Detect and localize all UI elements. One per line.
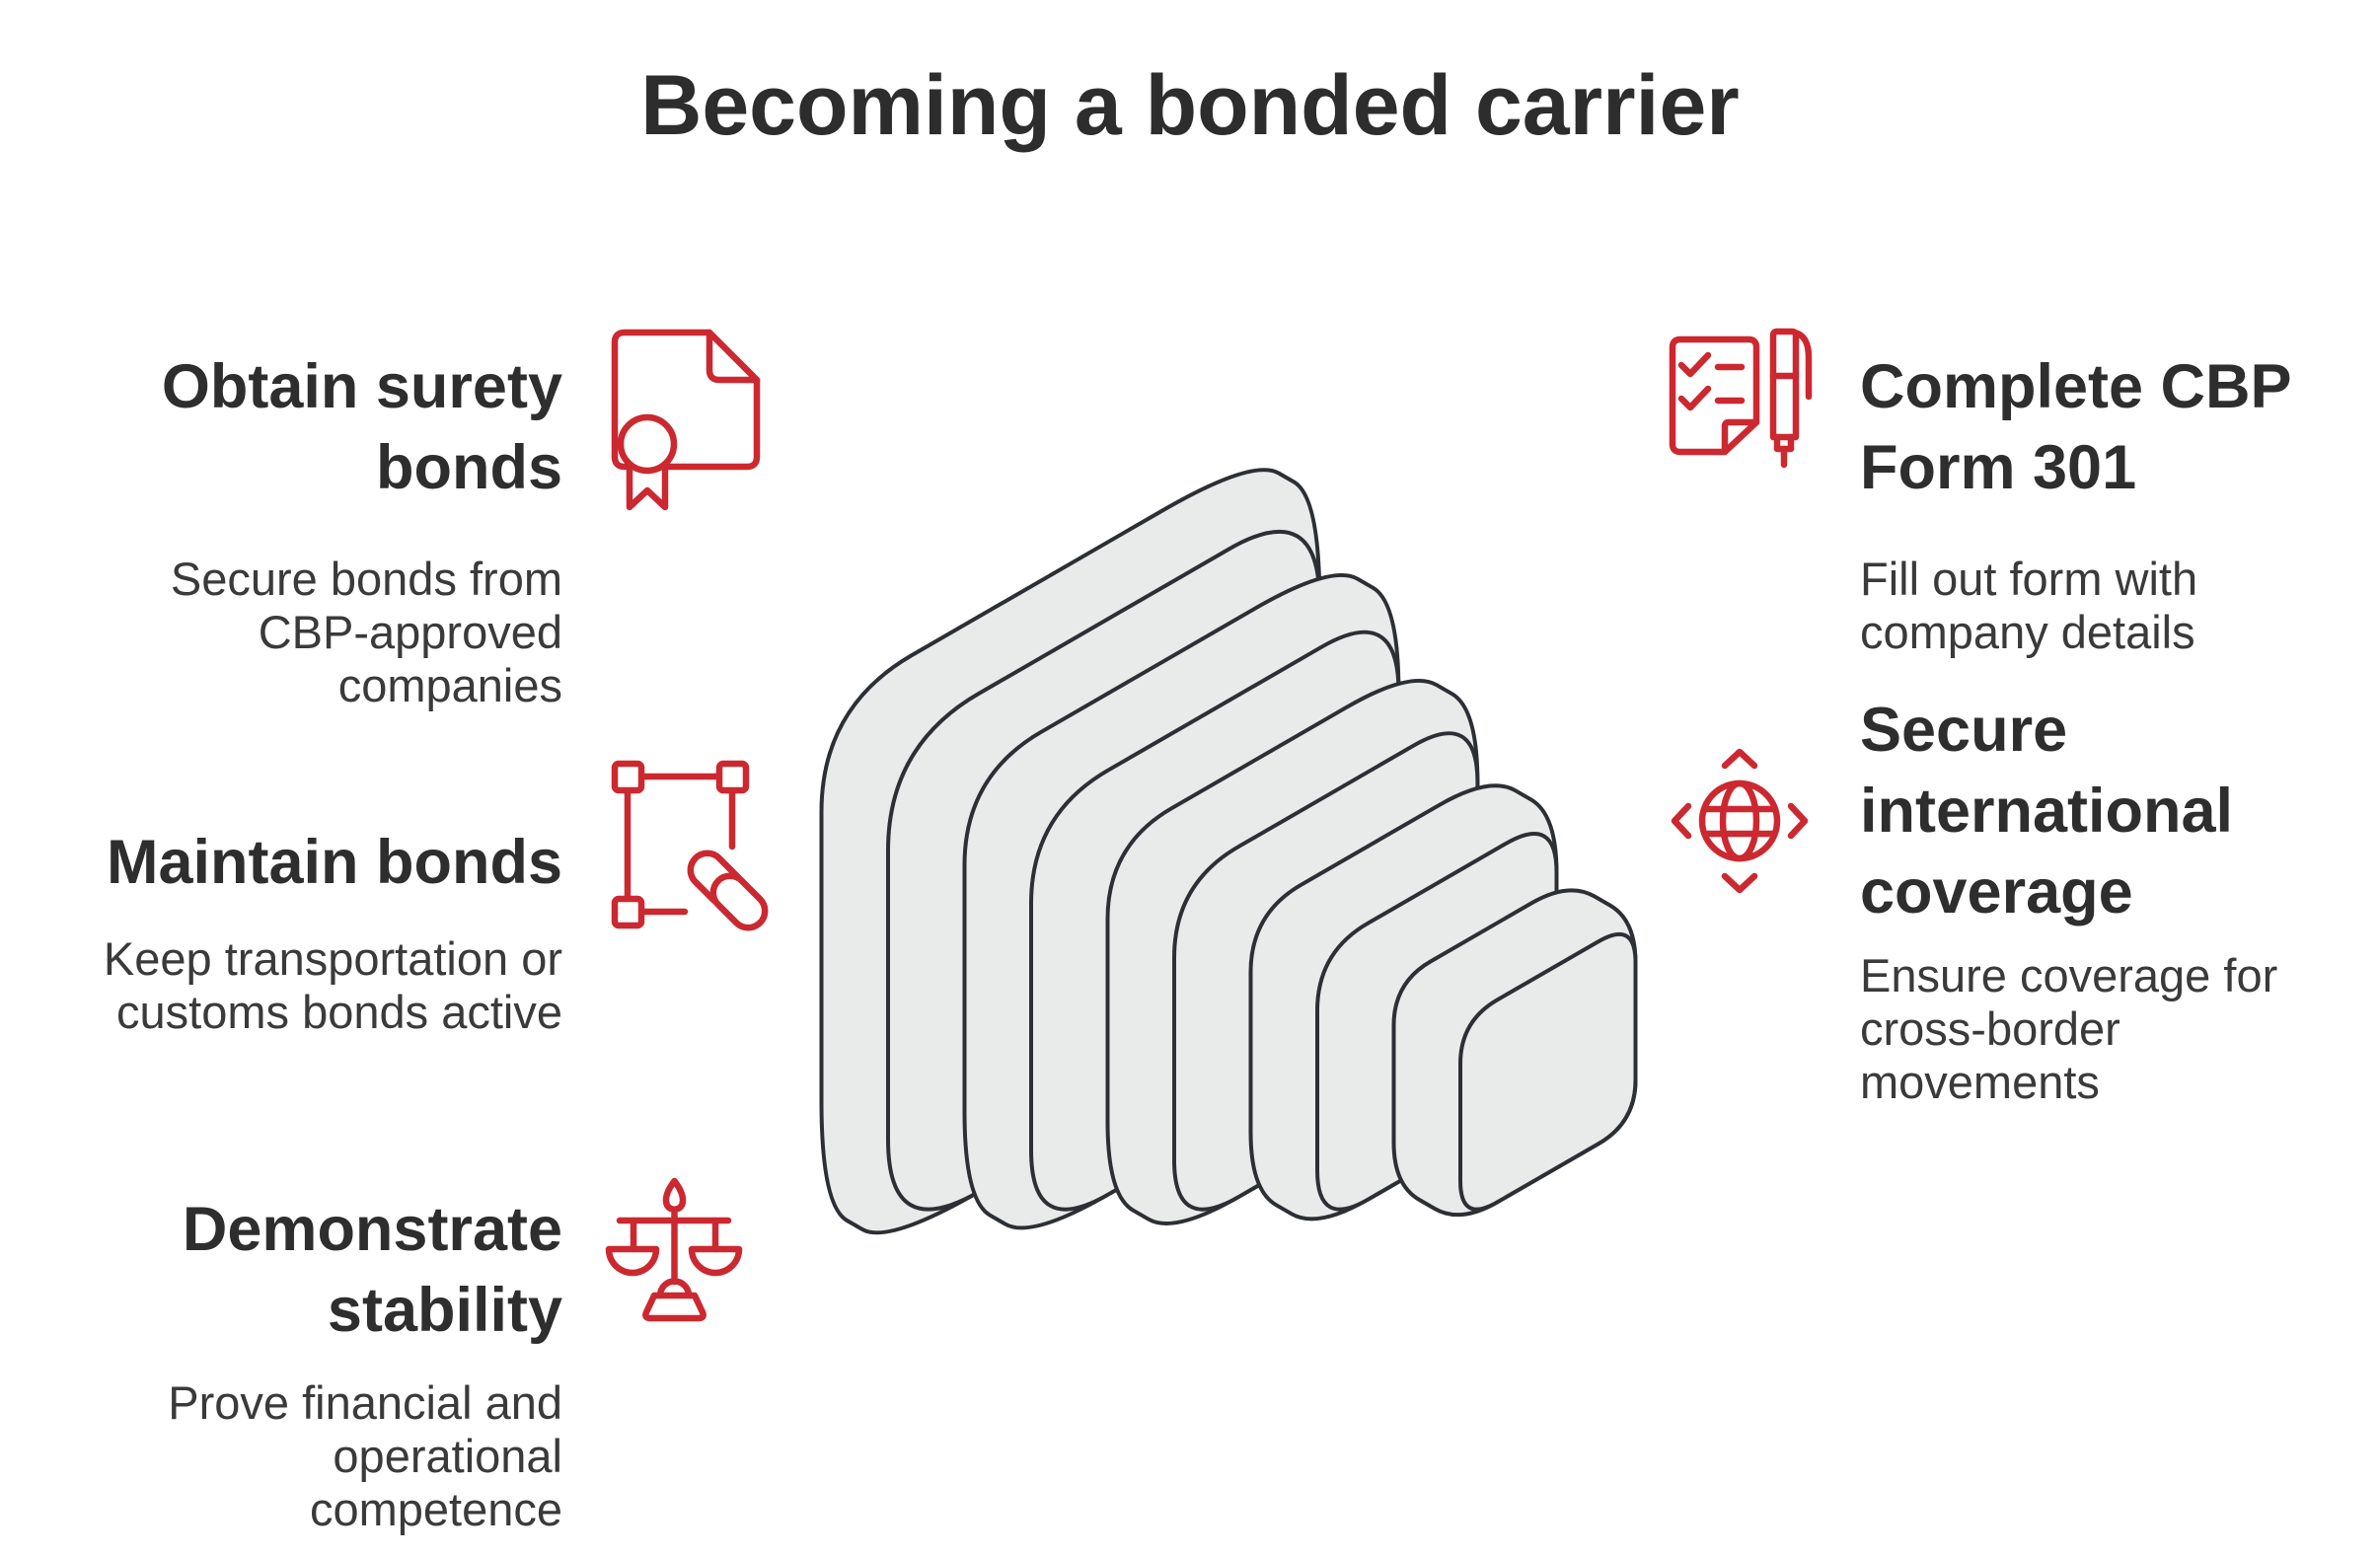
step-international-coverage-heading: Secure international coverage: [1860, 696, 2234, 926]
step-cbp-form-heading: Complete CBP Form 301: [1860, 352, 2292, 502]
certificate-document-icon: [611, 329, 761, 511]
step-obtain-surety-description: Secure bonds from CBP-approved companies: [170, 553, 562, 712]
checklist-pen-icon: [1669, 328, 1813, 469]
step-maintain-bonds-description: Keep transportation or customs bonds act…: [103, 932, 562, 1039]
page-title: Becoming a bonded carrier: [640, 58, 1740, 153]
step-obtain-surety-heading: Obtain surety bonds: [161, 352, 562, 502]
step-cbp-form-description: Fill out form with company details: [1860, 553, 2198, 659]
step-international-coverage-description: Ensure coverage for cross-border movemen…: [1860, 949, 2278, 1109]
balance-scale-icon: [605, 1177, 743, 1322]
step-demonstrate-stability-description: Prove financial and operational competen…: [168, 1376, 562, 1536]
globe-arrows-icon: [1671, 748, 1809, 894]
step-maintain-bonds-heading: Maintain bonds: [107, 828, 562, 897]
linked-frame-icon: [611, 760, 769, 931]
step-demonstrate-stability-heading: Demonstrate stability: [182, 1195, 562, 1345]
